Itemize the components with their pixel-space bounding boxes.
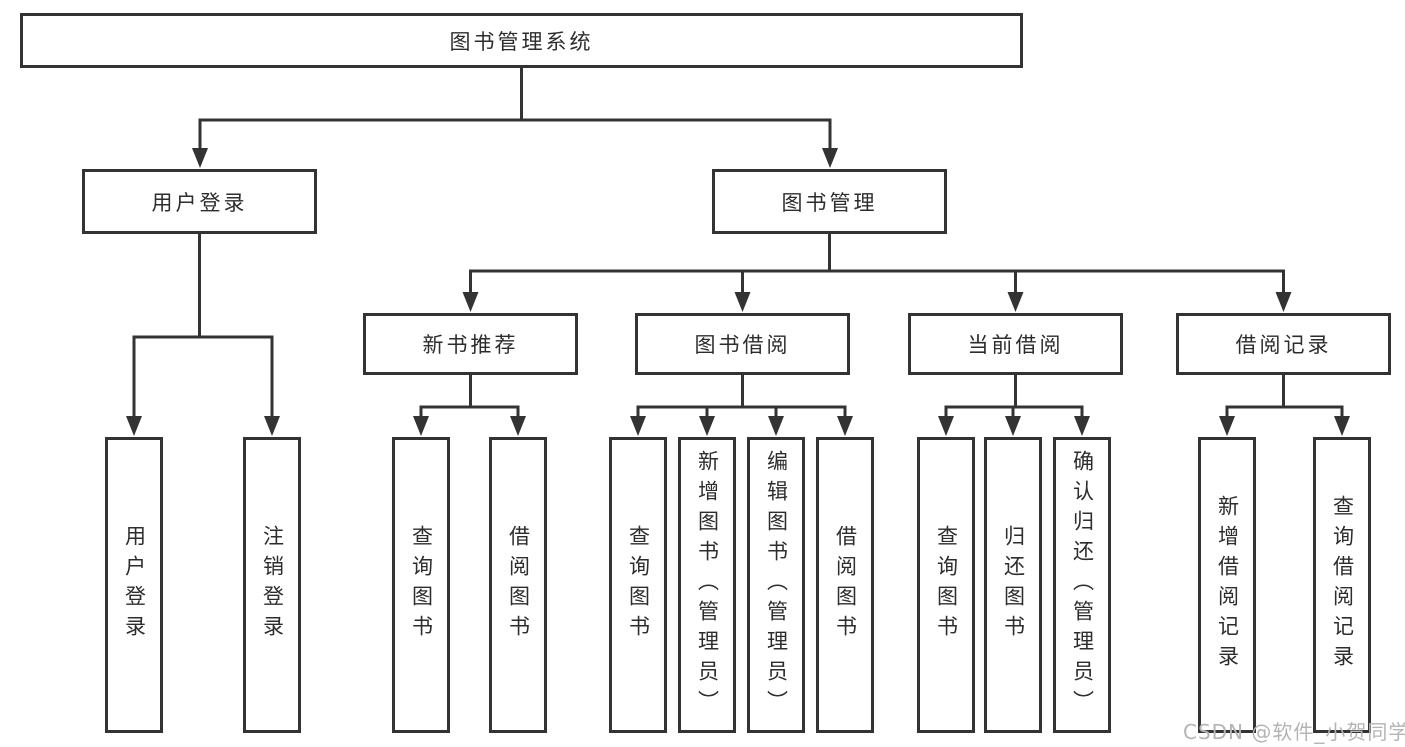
arrow-down-icon [938,416,954,436]
arrow-down-icon [1275,292,1292,312]
node-borrow-records: 借阅记录 [1176,313,1391,375]
arrow-down-icon [126,416,142,436]
node-label: 图书管理 [781,190,878,215]
arrow-down-icon [1219,416,1235,436]
arrow-down-icon [1007,292,1024,312]
leaf-query-borrow-record: 查询借阅记录 [1313,437,1371,733]
leaf-user-login: 用户登录 [105,437,163,733]
arrow-down-icon [630,416,646,436]
node-label: 借阅记录 [1235,333,1332,357]
leaf-return-books: 归还图书 [984,437,1042,733]
arrow-down-icon [1005,416,1021,436]
node-new-book-recommend: 新书推荐 [363,313,578,375]
leaf-query-books: 查询图书 [609,437,667,733]
node-label: 查询图书 [626,525,651,645]
arrow-down-icon [1074,416,1090,436]
connector-user-login-children [126,232,280,436]
node-label: 编辑图书（管理员） [764,450,789,720]
leaf-confirm-return-admin: 确认归还（管理员） [1053,437,1111,733]
node-label: 确认归还（管理员） [1070,450,1095,720]
node-label: 注销登录 [260,525,285,645]
node-book-borrow: 图书借阅 [635,313,850,375]
node-label: 当前借阅 [967,333,1064,357]
arrow-down-icon [192,148,208,168]
connector-root-to-level1 [192,66,838,168]
connector-borrow-records-children [1219,373,1350,436]
node-label: 查询图书 [934,525,959,645]
leaf-logout-login: 注销登录 [243,437,301,733]
node-label: 用户登录 [122,525,147,645]
node-label: 图书管理系统 [449,29,594,54]
leaf-query-books: 查询图书 [392,437,450,733]
arrow-down-icon [699,416,715,436]
arrow-down-icon [264,416,280,436]
leaf-borrow-books: 借阅图书 [489,437,547,733]
arrow-down-icon [734,292,751,312]
node-user-login: 用户登录 [82,169,317,234]
leaf-query-books: 查询图书 [917,437,975,733]
node-library-system-root: 图书管理系统 [20,13,1023,68]
arrow-down-icon [413,416,429,436]
node-label: 用户登录 [151,190,248,215]
node-label: 借阅图书 [506,525,531,645]
connector-book-borrow-children [630,373,853,436]
node-label: 查询借阅记录 [1330,495,1355,675]
arrow-down-icon [510,416,526,436]
node-label: 查询图书 [409,525,434,645]
arrow-down-icon [822,148,838,168]
connector-current-borrow-children [938,373,1090,436]
leaf-add-books-admin: 新增图书（管理员） [678,437,736,733]
leaf-borrow-books: 借阅图书 [816,437,874,733]
arrow-down-icon [837,416,853,436]
node-label: 新书推荐 [422,333,519,357]
node-book-management: 图书管理 [712,169,947,234]
connector-book-management-children [462,232,1292,312]
node-label: 图书借阅 [694,333,791,357]
node-current-borrow: 当前借阅 [908,313,1123,375]
watermark: CSDN @软件_小贺同学 [1183,720,1405,744]
node-label: 归还图书 [1001,525,1026,645]
leaf-edit-books-admin: 编辑图书（管理员） [747,437,805,733]
node-label: 新增借阅记录 [1215,495,1240,675]
leaf-add-borrow-record: 新增借阅记录 [1198,437,1256,733]
node-label: 借阅图书 [833,525,858,645]
node-label: 新增图书（管理员） [695,450,720,720]
arrow-down-icon [462,292,479,312]
arrow-down-icon [768,416,784,436]
arrow-down-icon [1334,416,1350,436]
connector-new-book-recommend-children [413,373,526,436]
